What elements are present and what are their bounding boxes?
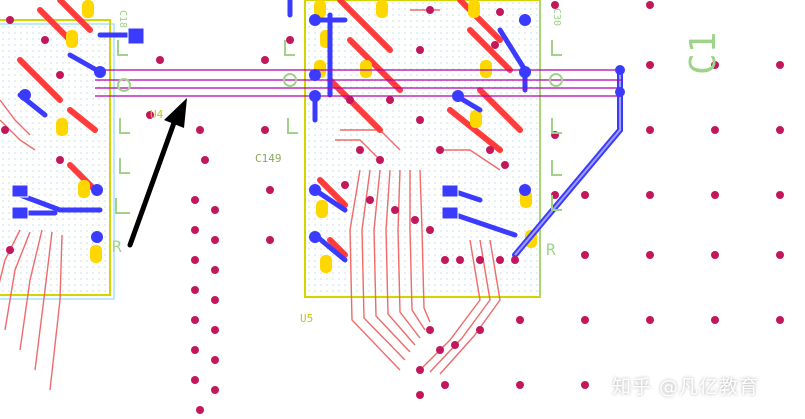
label-c18: C18 [117, 10, 128, 28]
via-grid [1, 1, 784, 414]
square-pads [11, 27, 459, 220]
label-c149: C149 [255, 152, 282, 165]
fanout-traces-right [335, 9, 501, 375]
silkscreen-labels: R R C1 C149 C18 C30 [112, 8, 724, 259]
label-r-left: R [112, 237, 122, 256]
label-u5: U5 [300, 312, 313, 325]
label-c30: C30 [551, 8, 562, 26]
label-c-big: C1 [683, 32, 724, 75]
silkscreen-marks [115, 40, 563, 214]
arrow-icon [127, 98, 187, 248]
label-u4: U4 [150, 108, 164, 121]
fanout-traces-left [0, 99, 63, 391]
label-r-right: R [546, 240, 556, 259]
watermark-text: 知乎 @凡亿教育 [612, 376, 760, 398]
selection-rectangle[interactable] [95, 69, 622, 97]
refdes-labels: U4 U5 [150, 108, 313, 325]
